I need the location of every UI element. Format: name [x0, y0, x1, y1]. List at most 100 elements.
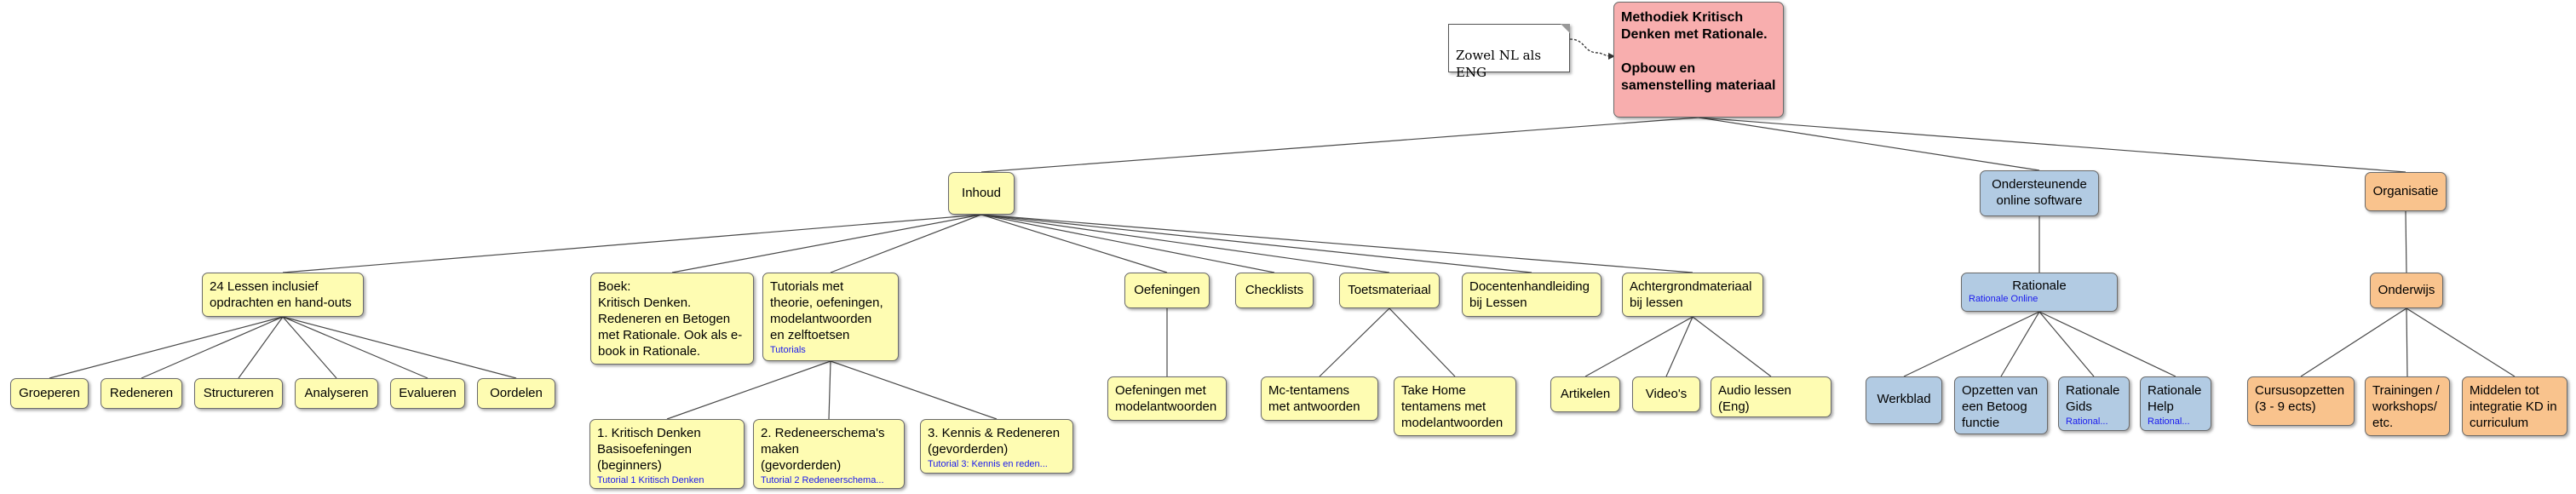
- node-lessen[interactable]: 24 Lessen inclusief opdrachten en hand-o…: [202, 273, 364, 317]
- edge-inhoud-checklists: [980, 214, 1275, 273]
- node-opzetten-betoog[interactable]: Opzetten van een Betoog functie: [1954, 376, 2048, 434]
- edge-inhoud-toetsmateriaal: [980, 214, 1390, 273]
- node-tutorial-2-link[interactable]: Tutorial 2 Redeneerschema...: [761, 475, 884, 485]
- node-tutorial-1-link[interactable]: Tutorial 1 Kritisch Denken: [597, 475, 704, 485]
- edge-tutorials-tut1: [666, 360, 831, 420]
- node-tutorials-text: Tutorials met theorie, oefeningen, model…: [770, 279, 883, 342]
- edge-onderwijs-middelen: [2406, 307, 2516, 377]
- node-rationale-help[interactable]: Rationale Help Rational...: [2140, 376, 2211, 431]
- note-fold-edge: [1561, 24, 1570, 33]
- node-rationale-help-link[interactable]: Rational...: [2148, 416, 2190, 427]
- node-audio-lessen[interactable]: Audio lessen (Eng): [1711, 376, 1831, 417]
- node-tutorials[interactable]: Tutorials met theorie, oefeningen, model…: [762, 273, 899, 361]
- edge-rationale-werkblad: [1903, 311, 2040, 377]
- node-trainingen[interactable]: Trainingen / workshops/ etc.: [2365, 376, 2450, 436]
- node-trainingen-text: Trainingen / workshops/ etc.: [2372, 383, 2440, 430]
- node-analyseren-text: Analyseren: [304, 386, 369, 400]
- node-werkblad[interactable]: Werkblad: [1866, 376, 1942, 424]
- node-lessen-text: 24 Lessen inclusief opdrachten en hand-o…: [210, 279, 352, 310]
- node-audio-lessen-text: Audio lessen (Eng): [1718, 383, 1791, 414]
- node-rationale-gids-text: Rationale Gids: [2066, 383, 2120, 414]
- node-groeperen[interactable]: Groeperen: [10, 378, 89, 409]
- node-boek-text: Boek: Kritisch Denken. Redeneren en Beto…: [598, 279, 743, 359]
- node-cursusopzetten[interactable]: Cursusopzetten (3 - 9 ects): [2247, 376, 2355, 426]
- node-videos-text: Video's: [1645, 387, 1688, 401]
- node-tutorial-3[interactable]: 3. Kennis & Redeneren (gevorderden) Tuto…: [920, 419, 1073, 474]
- edge-lessen-analyseren: [282, 316, 337, 379]
- node-docentenhandleiding-text: Docentenhandleiding bij Lessen: [1469, 279, 1590, 310]
- node-evalueren-text: Evalueren: [399, 386, 457, 400]
- node-onderwijs-text: Onderwijs: [2378, 283, 2435, 297]
- edge-root-organisatie: [1698, 117, 2406, 173]
- node-videos[interactable]: Video's: [1632, 376, 1700, 412]
- note-connector: [1569, 38, 1613, 57]
- node-tutorial-2-text: 2. Redeneerschema's maken (gevorderden): [761, 426, 885, 473]
- node-artikelen-text: Artikelen: [1560, 387, 1611, 401]
- node-achtergrondmateriaal[interactable]: Achtergrondmateriaal bij lessen: [1622, 273, 1763, 317]
- node-checklists-text: Checklists: [1245, 283, 1304, 297]
- edge-inhoud-boek: [671, 214, 982, 273]
- node-rationale-gids[interactable]: Rationale Gids Rational...: [2058, 376, 2130, 431]
- node-ondersteunende-software[interactable]: Ondersteunende online software: [1980, 170, 2099, 216]
- edge-root-inhoud: [980, 117, 1699, 173]
- node-oordelen-text: Oordelen: [490, 386, 543, 400]
- node-onderwijs[interactable]: Onderwijs: [2370, 273, 2443, 308]
- node-rationale-gids-link[interactable]: Rational...: [2066, 416, 2108, 427]
- edge-rationale-opzetten: [2000, 311, 2040, 377]
- node-redeneren-text: Redeneren: [109, 386, 174, 400]
- node-structureren-text: Structureren: [203, 386, 274, 400]
- edge-toetsmateriaal-takehome: [1389, 307, 1456, 377]
- node-tutorial-2[interactable]: 2. Redeneerschema's maken (gevorderden) …: [753, 419, 905, 489]
- node-werkblad-text: Werkblad: [1877, 392, 1931, 406]
- node-root-methodiek-text: Methodiek Kritisch Denken met Rationale.…: [1621, 10, 1776, 93]
- node-toetsmateriaal[interactable]: Toetsmateriaal: [1339, 273, 1440, 308]
- node-artikelen[interactable]: Artikelen: [1550, 376, 1620, 412]
- node-mc-tentamens-text: Mc-tentamens met antwoorden: [1268, 383, 1360, 414]
- note-callout: Zowel NL als ENG: [1448, 24, 1570, 80]
- node-take-home-text: Take Home tentamens met modelantwoorden: [1401, 383, 1504, 430]
- node-rationale-text: Rationale: [2012, 279, 2067, 293]
- edge-achtergrond-videos: [1665, 316, 1693, 377]
- node-tutorials-link[interactable]: Tutorials: [770, 345, 806, 355]
- node-checklists[interactable]: Checklists: [1235, 273, 1314, 308]
- edge-inhoud-lessen: [282, 214, 982, 273]
- node-organisatie[interactable]: Organisatie: [2365, 172, 2447, 211]
- node-middelen[interactable]: Middelen tot integratie KD in curriculum: [2462, 376, 2567, 436]
- edge-root-ondersteunend: [1698, 117, 2040, 171]
- node-oefeningen[interactable]: Oefeningen: [1124, 273, 1210, 308]
- node-boek[interactable]: Boek: Kritisch Denken. Redeneren en Beto…: [590, 273, 754, 365]
- node-docentenhandleiding[interactable]: Docentenhandleiding bij Lessen: [1462, 273, 1601, 317]
- node-rationale[interactable]: Rationale Rationale Online: [1961, 273, 2118, 312]
- node-structureren[interactable]: Structureren: [194, 378, 283, 409]
- node-tutorial-1[interactable]: 1. Kritisch Denken Basisoefeningen (begi…: [589, 419, 745, 489]
- edge-lessen-oordelen: [282, 316, 517, 379]
- node-redeneren[interactable]: Redeneren: [101, 378, 182, 409]
- node-middelen-text: Middelen tot integratie KD in curriculum: [2470, 383, 2557, 430]
- node-evalueren[interactable]: Evalueren: [390, 378, 465, 409]
- node-oordelen[interactable]: Oordelen: [477, 378, 555, 409]
- edge-achtergrond-artikelen: [1584, 316, 1693, 377]
- node-rationale-help-text: Rationale Help: [2148, 383, 2202, 414]
- edge-lessen-evalueren: [282, 316, 428, 379]
- edge-inhoud-tutorials: [830, 214, 982, 273]
- node-inhoud[interactable]: Inhoud: [948, 172, 1015, 215]
- node-analyseren[interactable]: Analyseren: [295, 378, 378, 409]
- node-tutorial-3-text: 3. Kennis & Redeneren (gevorderden): [928, 426, 1061, 457]
- node-oefeningen-modelantwoorden[interactable]: Oefeningen met modelantwoorden: [1107, 376, 1227, 421]
- node-inhoud-text: Inhoud: [962, 186, 1001, 200]
- edge-inhoud-oefeningen: [980, 214, 1168, 273]
- node-organisatie-text: Organisatie: [2372, 184, 2439, 198]
- edge-tutorials-tut3: [830, 360, 998, 420]
- edge-onderwijs-cursus: [2300, 307, 2407, 377]
- node-toetsmateriaal-text: Toetsmateriaal: [1348, 283, 1431, 297]
- node-tutorial-3-link[interactable]: Tutorial 3: Kennis en reden...: [928, 459, 1048, 469]
- node-rationale-link[interactable]: Rationale Online: [1969, 294, 2038, 304]
- node-root-methodiek[interactable]: Methodiek Kritisch Denken met Rationale.…: [1613, 2, 1784, 118]
- edge-lessen-groeperen: [49, 316, 284, 379]
- node-take-home[interactable]: Take Home tentamens met modelantwoorden: [1394, 376, 1516, 436]
- edge-inhoud-docenten: [980, 214, 1532, 273]
- node-mc-tentamens[interactable]: Mc-tentamens met antwoorden: [1261, 376, 1378, 421]
- edge-rationale-help: [2038, 311, 2176, 377]
- node-oefeningen-modelantwoorden-text: Oefeningen met modelantwoorden: [1115, 383, 1217, 414]
- edge-onderwijs-trainingen: [2406, 307, 2408, 377]
